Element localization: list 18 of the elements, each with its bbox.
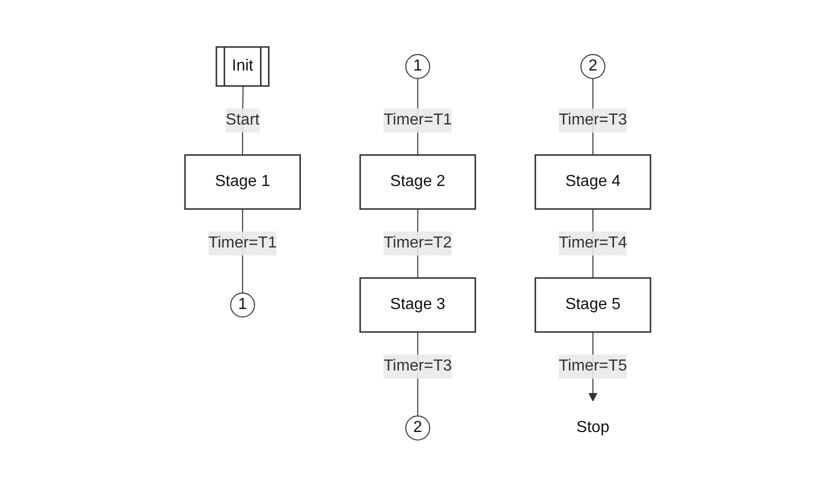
edge-label: Timer=T5 [558,358,627,374]
edge-label: Start [225,112,260,128]
edge-label: Timer=T3 [383,358,452,374]
node-circle: 1 [230,292,255,318]
edge-label: Timer=T1 [383,112,452,128]
node-box: Stage 5 [534,277,651,333]
node-circle: 1 [405,54,430,79]
node-circle: 2 [405,416,430,440]
node-box: Stage 1 [184,154,301,210]
node-text: Stop [576,419,610,436]
edge-label: Timer=T2 [383,234,452,252]
node-circle: 2 [580,54,606,79]
edge-label: Timer=T3 [558,112,627,128]
node-box: Stage 4 [534,154,651,210]
edge-label: Timer=T4 [558,234,627,252]
node-box: Stage 3 [359,277,476,333]
edge-label: Timer=T1 [208,234,276,252]
node-box: Stage 2 [359,154,476,210]
